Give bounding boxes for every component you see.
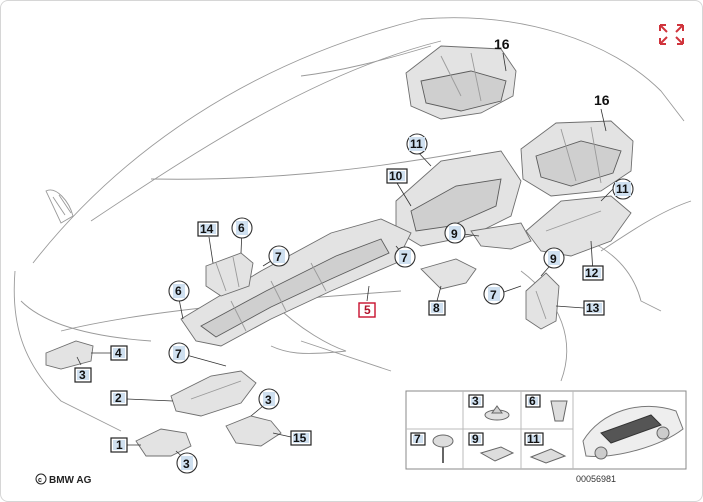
legend-item-7[interactable]: 7	[410, 432, 454, 463]
callout-label: 1	[116, 438, 123, 452]
callout-label: 7	[401, 251, 408, 265]
legend-label: 3	[472, 394, 479, 408]
callout-label: 3	[183, 457, 190, 471]
callout-label: 6	[175, 284, 182, 298]
callout-3-left[interactable]: 3	[74, 367, 92, 383]
copyright: c BMW AG	[35, 473, 92, 486]
callout-16-upper[interactable]: 16	[494, 36, 510, 52]
drawing-number: 00056981	[576, 474, 616, 484]
callout-10[interactable]: 10	[386, 168, 408, 184]
callout-8[interactable]: 8	[428, 300, 446, 316]
legend-item-6[interactable]: 6	[525, 394, 568, 422]
callout-label: 5	[364, 303, 371, 317]
part-shield-1	[135, 428, 192, 457]
callout-11-upper[interactable]: 11	[406, 133, 428, 155]
callout-label: 3	[79, 368, 86, 382]
part-shield-8	[420, 258, 477, 290]
part-bracket-4	[45, 340, 94, 370]
expand-arrows-icon[interactable]	[659, 24, 684, 45]
callout-label: 7	[490, 288, 497, 302]
callout-11-lower[interactable]: 11	[612, 178, 634, 200]
callout-9-a[interactable]: 9	[444, 222, 466, 244]
callout-6-top[interactable]: 6	[231, 217, 253, 239]
callout-label: 2	[115, 391, 122, 405]
callout-label: 3	[265, 393, 272, 407]
part-shield-14	[205, 252, 254, 297]
callout-label: 12	[585, 266, 599, 280]
callout-5[interactable]: 5	[358, 302, 376, 318]
legend-item-9[interactable]: 9	[468, 432, 515, 462]
callout-label: 6	[238, 221, 245, 235]
car-thumbnail	[582, 405, 684, 460]
copyright-symbol: c	[38, 477, 42, 484]
legend-label: 9	[472, 432, 479, 446]
legend-label: 7	[414, 432, 421, 446]
part-heat-shield-12	[525, 195, 632, 257]
callout-label: 15	[293, 431, 307, 445]
part-tunnel-shield-10	[395, 150, 522, 247]
callout-label: 14	[200, 222, 214, 236]
callout-13[interactable]: 13	[583, 300, 605, 316]
legend-box: 3 6 7 9 11	[405, 390, 687, 484]
callout-label: 10	[389, 169, 403, 183]
part-tunnel-shield-5	[180, 218, 412, 347]
callout-label: 8	[433, 301, 440, 315]
callout-4[interactable]: 4	[110, 345, 128, 361]
callout-7-b[interactable]: 7	[394, 246, 416, 268]
legend-label: 6	[529, 394, 536, 408]
callout-label: 7	[175, 347, 182, 361]
legend-item-3[interactable]: 3	[468, 394, 510, 421]
callout-6-mid[interactable]: 6	[168, 280, 190, 302]
part-shield-2	[170, 370, 257, 417]
callout-label: 11	[410, 137, 423, 151]
callout-7-c[interactable]: 7	[483, 283, 505, 305]
part-shield-15	[225, 415, 282, 447]
leader-lines	[76, 52, 614, 462]
callout-label: 16	[494, 36, 510, 52]
callout-label: 16	[594, 92, 610, 108]
callout-label: 7	[275, 250, 282, 264]
callout-3-mid[interactable]: 3	[258, 388, 280, 410]
callout-9-b[interactable]: 9	[543, 247, 565, 269]
callout-15[interactable]: 15	[290, 430, 312, 446]
callout-3-bottom[interactable]: 3	[176, 452, 198, 474]
callout-label: 11	[616, 182, 629, 196]
callout-14[interactable]: 14	[197, 221, 219, 237]
callout-7-a[interactable]: 7	[268, 245, 290, 267]
callout-1[interactable]: 1	[110, 437, 128, 453]
callout-7-d[interactable]: 7	[168, 342, 190, 364]
part-heat-shield-16-upper	[405, 45, 517, 120]
copyright-text: BMW AG	[49, 475, 92, 486]
legend-label: 11	[527, 432, 540, 446]
part-bracket-9	[470, 222, 532, 250]
part-heat-shield-16-lower	[520, 120, 634, 197]
legend-item-11[interactable]: 11	[524, 432, 567, 464]
callout-16-lower[interactable]: 16	[594, 92, 610, 108]
callout-12[interactable]: 12	[582, 265, 604, 281]
callout-label: 9	[550, 252, 557, 266]
part-shield-13	[525, 272, 560, 330]
callout-label: 9	[451, 227, 458, 241]
callout-label: 4	[115, 346, 122, 360]
callout-label: 13	[586, 301, 600, 315]
callout-2[interactable]: 2	[110, 390, 128, 406]
